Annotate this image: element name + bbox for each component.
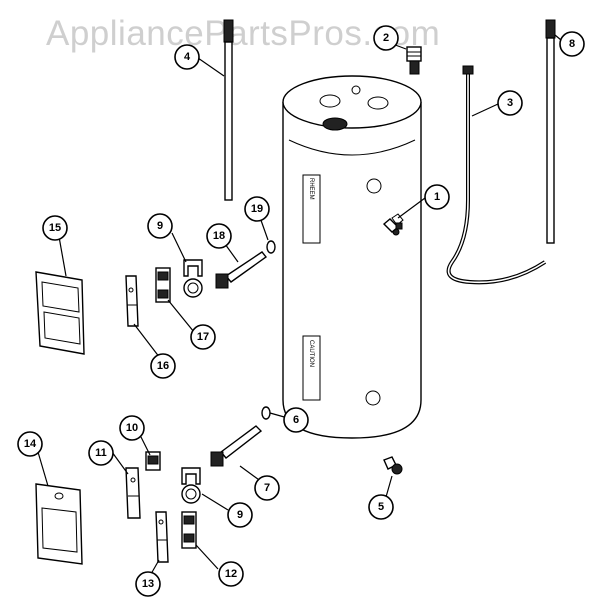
part-9-bracket-lower [181,467,201,504]
callout-12: 12 [218,561,244,587]
svg-text:9: 9 [237,509,243,521]
svg-text:CAUTION: CAUTION [308,340,314,367]
svg-text:13: 13 [142,578,154,590]
part-10-limit-switch [145,451,161,471]
callout-5: 5 [368,494,394,520]
callout-15: 15 [42,215,68,241]
callout-2: 2 [373,25,399,51]
svg-text:5: 5 [378,501,384,513]
svg-text:18: 18 [213,230,225,242]
svg-text:17: 17 [197,331,209,343]
svg-text:4: 4 [184,51,191,63]
callout-16: 16 [150,353,176,379]
part-13-insulation [155,511,169,563]
svg-text:7: 7 [264,482,270,494]
svg-text:3: 3 [507,97,513,109]
svg-text:2: 2 [383,32,389,44]
part-8-anode-rod [545,19,556,244]
svg-text:16: 16 [157,360,169,372]
part-17-thermostat [155,267,171,303]
part-18-heating-element [215,251,268,289]
callout-3: 3 [497,90,523,116]
part-14-access-cover [35,483,83,565]
svg-text:15: 15 [49,222,61,234]
callout-14: 14 [17,431,43,457]
part-12-thermostat [181,511,197,549]
part-19-gasket [266,240,276,254]
part-16-insulation [125,275,139,327]
svg-text:6: 6 [293,414,299,426]
part-5-drain-valve [383,456,403,475]
callout-11: 11 [88,440,114,466]
part-9-bracket-upper [183,259,203,298]
callout-17: 17 [190,324,216,350]
svg-text:12: 12 [225,568,237,580]
callout-8: 8 [559,31,585,57]
part-6-gasket [261,406,271,420]
part-4-dip-tube [223,19,234,201]
callout-1: 1 [424,184,450,210]
svg-text:11: 11 [95,447,107,459]
part-15-access-cover [35,271,85,355]
callout-18: 18 [206,223,232,249]
callouts: 1 2 3 4 5 6 7 [17,25,585,597]
svg-text:19: 19 [251,203,263,215]
callout-6: 6 [283,407,309,433]
callout-7: 7 [254,475,280,501]
svg-text:8: 8 [569,38,575,50]
callout-4: 4 [174,44,200,70]
callout-9-upper: 9 [147,213,173,239]
callout-13: 13 [135,571,161,597]
callout-10: 10 [119,415,145,441]
callout-19: 19 [244,196,270,222]
part-11-insulation [125,467,141,519]
part-7-heating-element [210,425,263,467]
svg-text:1: 1 [434,191,440,203]
part-2-fitting [406,46,422,75]
callout-9-lower: 9 [227,502,253,528]
svg-text:10: 10 [126,422,138,434]
part-1-valve [382,218,403,233]
svg-text:14: 14 [24,438,37,450]
part-3-hose [446,65,547,285]
svg-text:9: 9 [157,220,163,232]
svg-text:RHEEM: RHEEM [308,178,314,200]
tank: RHEEM CAUTION [282,75,422,439]
